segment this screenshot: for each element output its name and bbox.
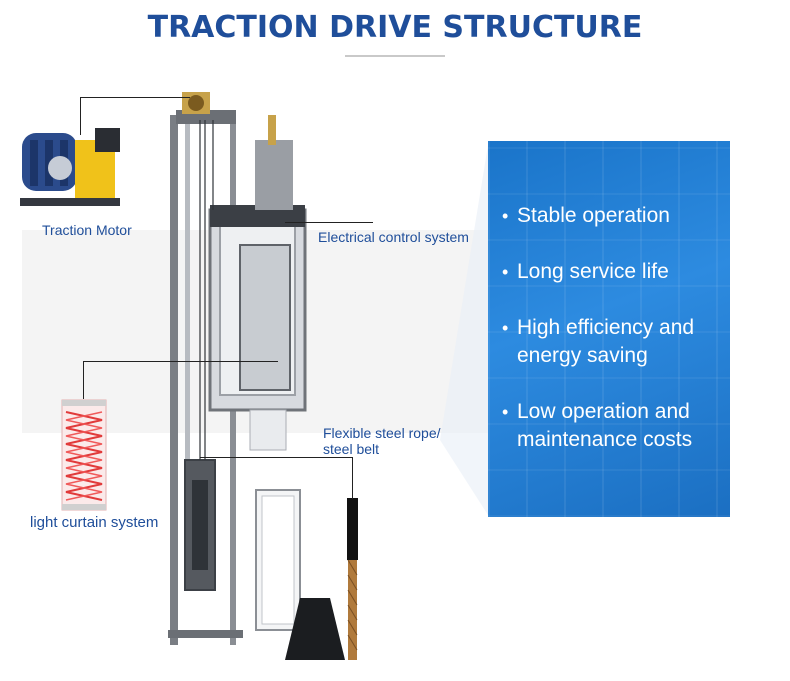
feature-text: Stable operation bbox=[517, 204, 670, 227]
leader-control bbox=[285, 222, 373, 223]
leader-curtain-v bbox=[83, 361, 84, 399]
leader-motor-v bbox=[80, 97, 81, 135]
leader-rope-h bbox=[200, 457, 352, 458]
light-curtain-image bbox=[61, 399, 107, 511]
panel-texture bbox=[488, 141, 730, 517]
leader-rope-v bbox=[352, 457, 353, 499]
feature-text: Low operation and maintenance costs bbox=[517, 400, 693, 451]
label-electrical-control: Electrical control system bbox=[318, 229, 469, 245]
left-rail bbox=[170, 115, 178, 645]
steel-rope-sleeve bbox=[347, 498, 358, 560]
feature-item: •Low operation and maintenance costs bbox=[502, 398, 727, 454]
feature-panel: •Stable operation •Long service life •Hi… bbox=[488, 141, 730, 517]
page-title: TRACTION DRIVE STRUCTURE bbox=[147, 10, 643, 45]
label-steel-rope-2: steel belt bbox=[323, 441, 380, 457]
steel-belt bbox=[285, 598, 345, 660]
leader-curtain-h bbox=[83, 361, 278, 362]
feature-text: Long service life bbox=[517, 260, 669, 283]
feature-item: •Long service life bbox=[502, 258, 727, 286]
label-steel-rope-1: Flexible steel rope/ bbox=[323, 425, 441, 441]
leader-motor-h bbox=[80, 97, 190, 98]
traction-motor-image bbox=[20, 128, 120, 206]
label-traction-motor: Traction Motor bbox=[42, 222, 132, 238]
feature-item: •High efficiency and energy saving bbox=[502, 314, 727, 370]
title-divider bbox=[345, 55, 445, 57]
feature-item: •Stable operation bbox=[502, 202, 727, 230]
feature-text: High efficiency and energy saving bbox=[517, 316, 695, 367]
label-light-curtain: light curtain system bbox=[30, 514, 159, 531]
